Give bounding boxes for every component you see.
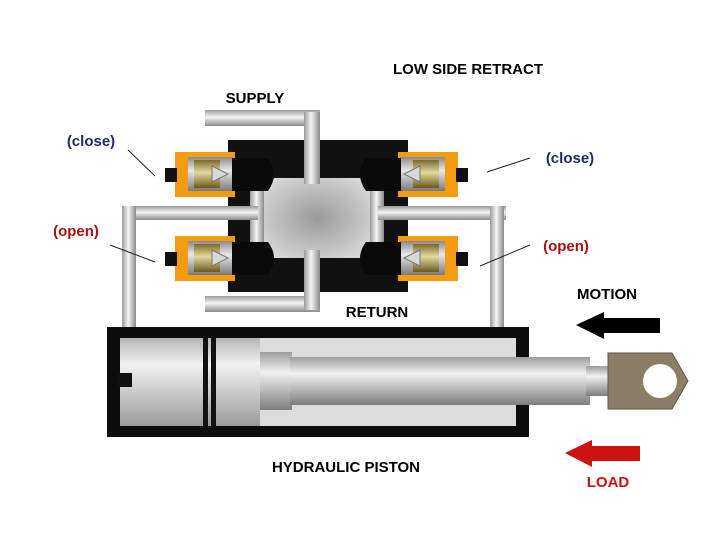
piston-head [118,338,292,426]
valve-bottom-left [165,236,274,281]
leader-close-right [486,157,531,173]
load-label: LOAD [587,474,630,491]
rod-end-neck [586,366,610,396]
leader-close-left [127,149,156,177]
motion-label: MOTION [577,286,637,303]
close-label-left: (close) [67,133,115,150]
load-arrow-icon [565,440,640,467]
open-label-left: (open) [53,223,99,240]
supply-label: SUPPLY [226,90,285,107]
piston-rod [290,357,590,405]
motion-arrow-icon [576,312,660,339]
return-label: RETURN [346,304,409,321]
chamber-connector-right [370,178,384,262]
return-pipe [205,250,320,312]
valve-top-right [360,152,468,197]
right-port-pipe [378,206,506,342]
rod-clevis [607,352,689,410]
valve-bottom-right [360,236,468,281]
open-label-right: (open) [543,238,589,255]
piston-label: HYDRAULIC PISTON [272,459,420,476]
leader-open-right [479,244,531,267]
left-port-pipe [122,206,258,342]
valve-top-left [165,152,274,197]
close-label-right: (close) [546,150,594,167]
leader-open-left [109,244,156,263]
supply-pipe [205,110,320,184]
diagram-title: LOW SIDE RETRACT [393,61,543,78]
central-chamber [262,178,372,258]
